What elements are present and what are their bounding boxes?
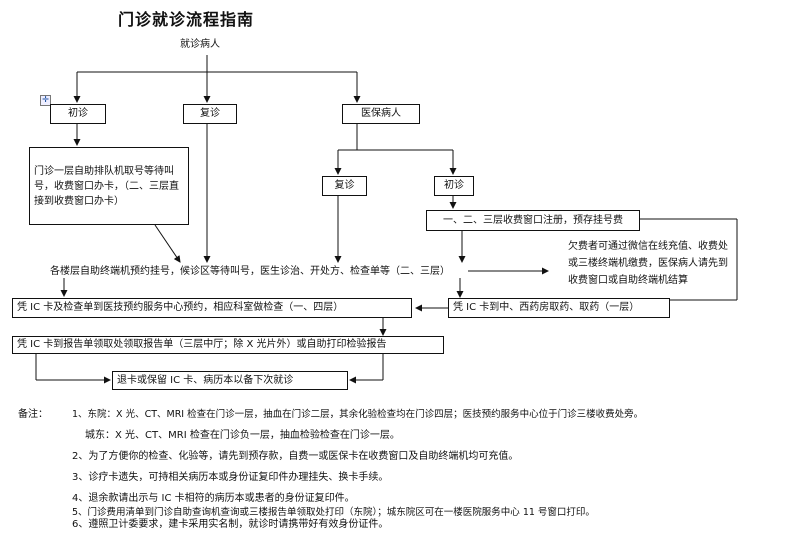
insured-return-visit-label: 复诊 — [334, 180, 355, 191]
insured-first-visit-label: 初诊 — [444, 180, 464, 191]
first-visit-info-text: 门诊一层自助排队机取号等待叫号，收费窗口办卡，（二、三层直接到收费窗口办卡） — [34, 165, 179, 207]
move-handle-icon[interactable]: ✛ — [40, 95, 51, 106]
note-item: 5、门诊费用清单到门诊自助查询机查询或三楼报告单领取处打印（东院）；城东院区可在… — [72, 507, 595, 518]
note-item: 2、为了方便你的检查、化验等，请先到预存款，自费一或医保卡在收费窗口及自助终端机… — [72, 451, 519, 462]
report-box: 凭 IC 卡到报告单领取处领取报告单（三层中厅；除 X 光片外）或自助打印检验报… — [12, 336, 444, 354]
register-row: 各楼层自助终端机预约挂号，候诊区等待叫号，医生诊治、开处方、检查单等（二、三层） — [50, 266, 450, 277]
final-box: 退卡或保留 IC 卡、病历本以备下次就诊 — [112, 371, 348, 390]
note-item: 3、诊疗卡遗失，可持相关病历本或身份证复印件办理挂失、换卡手续。 — [72, 472, 389, 483]
insured-patient-box: 医保病人 — [342, 104, 420, 124]
first-visit-label: 初诊 — [68, 108, 88, 119]
report-text: 凭 IC 卡到报告单领取处领取报告单（三层中厅；除 X 光片外）或自助打印检验报… — [17, 339, 387, 350]
side-note-text: 欠费者可通过微信在线充值、收费处或三楼终端机缴费，医保病人请先到收费窗口或自助终… — [568, 241, 728, 286]
page-title: 门诊就诊流程指南 — [118, 10, 255, 29]
exam-text: 凭 IC 卡及检查单到医技预约服务中心预约，相应科室做检查（一、四层） — [17, 302, 344, 313]
insured-counter-box: 一、二、三层收费窗口注册，预存挂号费 — [426, 210, 640, 231]
pharmacy-box: 凭 IC 卡到中、西药房取药、取药（一层） — [448, 298, 670, 318]
pharmacy-text: 凭 IC 卡到中、西药房取药、取药（一层） — [453, 302, 640, 313]
patient-label: 就诊病人 — [180, 39, 220, 50]
insured-return-visit-box: 复诊 — [322, 176, 367, 196]
return-visit-label: 复诊 — [200, 108, 220, 119]
return-visit-box: 复诊 — [183, 104, 237, 124]
note-item: 城东：X 光、CT、MRI 检查在门诊负一层，抽血检验检查在门诊一层。 — [85, 430, 400, 441]
note-item: 1、东院：X 光、CT、MRI 检查在门诊一层，抽血在门诊二层，其余化验检查均在… — [72, 409, 644, 420]
insured-first-visit-box: 初诊 — [434, 176, 474, 196]
insured-patient-label: 医保病人 — [361, 108, 401, 119]
side-note: 欠费者可通过微信在线充值、收费处或三楼终端机缴费，医保病人请先到收费窗口或自助终… — [568, 238, 736, 289]
final-text: 退卡或保留 IC 卡、病历本以备下次就诊 — [117, 374, 294, 386]
note-item: 6、遵照卫计委要求，建卡采用实名制，就诊时请携带好有效身份证件。 — [72, 519, 389, 530]
insured-counter-text: 一、二、三层收费窗口注册，预存挂号费 — [443, 214, 623, 226]
notes-label: 备注： — [18, 409, 48, 420]
exam-box: 凭 IC 卡及检查单到医技预约服务中心预约，相应科室做检查（一、四层） — [12, 298, 412, 318]
first-visit-box: 初诊 — [50, 104, 106, 124]
first-visit-info-box: 门诊一层自助排队机取号等待叫号，收费窗口办卡，（二、三层直接到收费窗口办卡） — [29, 147, 189, 225]
note-item: 4、退余款请出示与 IC 卡相符的病历本或患者的身份证复印件。 — [72, 493, 355, 504]
